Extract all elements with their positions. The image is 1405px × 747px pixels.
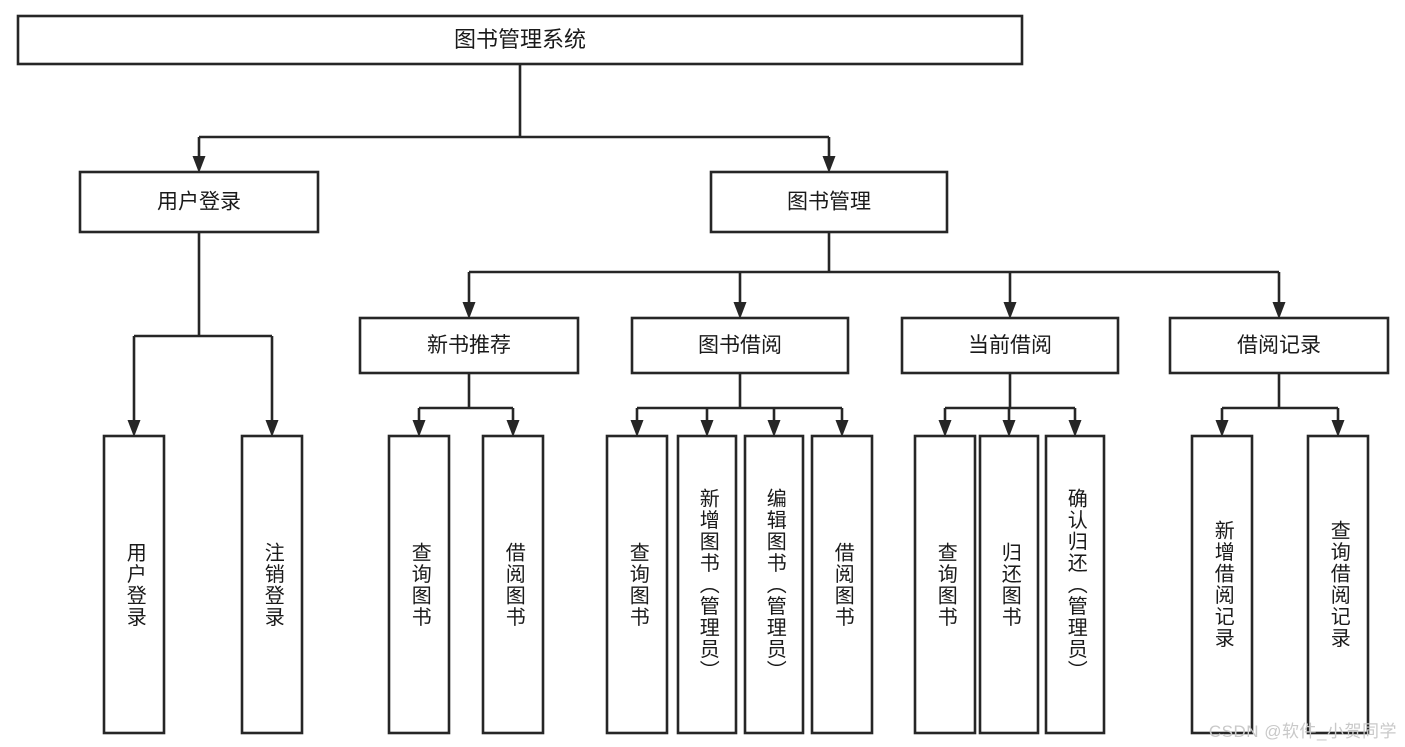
node-box[interactable] [481,434,545,735]
node-box[interactable] [676,434,738,735]
node-label: 新书推荐 [427,334,511,357]
node-user-login[interactable]: 用户登录 [78,170,320,234]
node-label: 图书借阅 [698,334,782,357]
edges-layer [127,64,1345,437]
edge-group-borrow-record [1215,373,1345,437]
arrow-head-icon [192,156,206,173]
edge-group-book-borrow [630,373,849,437]
edge-group-user-login [127,232,279,437]
node-box[interactable] [743,434,805,735]
node-leaf-query-book-borrow[interactable] [605,434,669,735]
node-box[interactable] [1190,434,1254,735]
node-leaf-confirm-return[interactable] [1044,434,1106,735]
arrow-head-icon [630,420,644,437]
node-leaf-user-login[interactable] [102,434,166,735]
arrow-head-icon [127,420,141,437]
node-box[interactable] [387,434,451,735]
node-box[interactable] [1168,316,1390,375]
node-box[interactable] [605,434,669,735]
arrow-head-icon [835,420,849,437]
node-leaf-logout[interactable] [240,434,304,735]
arrow-head-icon [1002,420,1016,437]
node-box[interactable] [630,316,850,375]
node-box[interactable] [709,170,949,234]
node-root[interactable]: 图书管理系统 [16,14,1024,66]
node-leaf-borrow-book[interactable] [810,434,874,735]
node-current-borrow[interactable]: 当前借阅 [900,316,1120,375]
node-borrow-record[interactable]: 借阅记录 [1168,316,1390,375]
node-box[interactable] [810,434,874,735]
node-box[interactable] [358,316,580,375]
arrow-head-icon [1272,302,1286,319]
node-box[interactable] [78,170,320,234]
arrow-head-icon [462,302,476,319]
node-box[interactable] [913,434,977,735]
node-box[interactable] [1044,434,1106,735]
node-box[interactable] [102,434,166,735]
arrow-head-icon [412,420,426,437]
node-label: 图书管理 [787,191,871,214]
arrow-head-icon [1331,420,1345,437]
node-label: 当前借阅 [968,334,1052,357]
edge-group-current-borrow [938,373,1082,437]
node-leaf-query-record[interactable] [1306,434,1370,735]
node-book-manage[interactable]: 图书管理 [709,170,949,234]
node-box[interactable] [240,434,304,735]
node-leaf-add-book[interactable] [676,434,738,735]
arrow-head-icon [1003,302,1017,319]
arrow-head-icon [1068,420,1082,437]
node-leaf-add-record[interactable] [1190,434,1254,735]
arrow-head-icon [265,420,279,437]
node-box[interactable] [16,14,1024,66]
node-box[interactable] [1306,434,1370,735]
watermark-text: CSDN @软件_小贺同学 [1208,722,1397,741]
arrow-head-icon [733,302,747,319]
node-label: 图书管理系统 [454,27,586,52]
arrow-head-icon [938,420,952,437]
node-leaf-borrow-book-rec[interactable] [481,434,545,735]
arrow-head-icon [822,156,836,173]
node-label: 借阅记录 [1237,334,1321,357]
edge-group-root [192,64,836,173]
node-label: 用户登录 [157,191,241,214]
node-leaf-query-book-cur[interactable] [913,434,977,735]
node-box[interactable] [900,316,1120,375]
node-leaf-query-book-rec[interactable] [387,434,451,735]
node-book-borrow[interactable]: 图书借阅 [630,316,850,375]
arrow-head-icon [1215,420,1229,437]
node-box[interactable] [978,434,1040,735]
edge-group-book-manage [462,232,1286,319]
node-new-book-rec[interactable]: 新书推荐 [358,316,580,375]
node-leaf-return-book[interactable] [978,434,1040,735]
arrow-head-icon [700,420,714,437]
node-leaf-edit-book[interactable] [743,434,805,735]
edge-group-new-book-rec [412,373,520,437]
arrow-head-icon [767,420,781,437]
arrow-head-icon [506,420,520,437]
